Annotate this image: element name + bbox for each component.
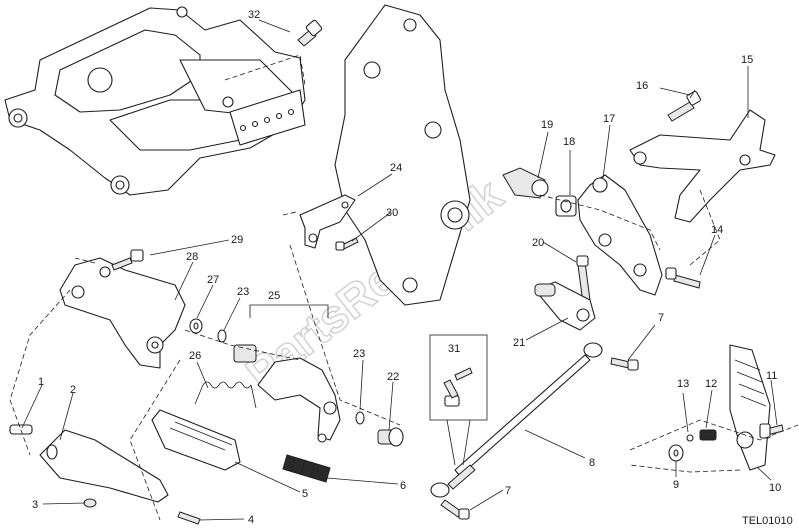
bracket-24 bbox=[299, 194, 356, 249]
callout-21: 21 bbox=[513, 337, 525, 349]
callout-2: 2 bbox=[70, 384, 76, 396]
callout-12: 12 bbox=[705, 378, 717, 390]
callout-18: 18 bbox=[563, 136, 575, 148]
bolt-7-upper bbox=[610, 357, 639, 371]
callout-9: 9 bbox=[673, 479, 679, 491]
brake-pedal-25 bbox=[233, 344, 341, 443]
callout-10: 10 bbox=[769, 482, 781, 494]
callout-26: 26 bbox=[189, 350, 201, 362]
callout-22: 22 bbox=[387, 371, 399, 383]
washer-27 bbox=[189, 318, 203, 334]
callout-15: 15 bbox=[741, 54, 753, 66]
footpeg-bracket-28 bbox=[59, 257, 186, 369]
screw-4 bbox=[177, 511, 201, 525]
bolt-7-lower bbox=[440, 499, 470, 520]
callout-27: 27 bbox=[207, 274, 219, 286]
callout-16: 16 bbox=[636, 80, 648, 92]
pivot-bolt-20 bbox=[576, 255, 591, 304]
washer-9 bbox=[668, 444, 684, 462]
callout-28: 28 bbox=[186, 251, 198, 263]
callout-14: 14 bbox=[711, 224, 723, 236]
circlip-23-left bbox=[217, 329, 227, 343]
leader-lines bbox=[21, 19, 778, 521]
pivot-pin-22 bbox=[377, 427, 404, 447]
callout-3: 3 bbox=[32, 499, 38, 511]
spring-12 bbox=[699, 429, 717, 441]
callout-13: 13 bbox=[677, 378, 689, 390]
part-31-box bbox=[429, 334, 488, 421]
callout-23-right: 23 bbox=[353, 348, 365, 360]
screw-3 bbox=[83, 498, 97, 508]
callout-31: 31 bbox=[448, 343, 460, 355]
footpeg-5 bbox=[151, 409, 241, 471]
callout-labels: 1 2 3 4 5 6 7 7 8 9 10 11 12 13 14 15 16… bbox=[32, 9, 781, 526]
bolt-14 bbox=[665, 267, 701, 289]
rear-footpeg-hanger-15 bbox=[629, 109, 776, 223]
ball-13 bbox=[686, 434, 694, 442]
peg-rubber-6 bbox=[282, 454, 331, 483]
shift-arm-21 bbox=[534, 281, 596, 331]
callout-17: 17 bbox=[603, 113, 615, 125]
bolt-1 bbox=[9, 424, 33, 435]
shift-bracket-17 bbox=[577, 174, 663, 296]
circlip-23-right bbox=[355, 411, 365, 425]
bolt-16 bbox=[667, 90, 702, 122]
callout-25: 25 bbox=[268, 290, 280, 302]
callout-24: 24 bbox=[390, 162, 402, 174]
callout-29: 29 bbox=[231, 234, 243, 246]
heel-guard-2 bbox=[39, 429, 169, 503]
bushing-19 bbox=[502, 167, 549, 199]
bolt-32 bbox=[297, 19, 323, 47]
spring-26 bbox=[194, 381, 257, 409]
callout-5: 5 bbox=[302, 488, 308, 500]
callout-6: 6 bbox=[400, 480, 406, 492]
shift-rod-8 bbox=[430, 342, 603, 498]
reference-code: TEL01010 bbox=[742, 515, 793, 527]
callout-7-upper: 7 bbox=[658, 312, 664, 324]
callout-7-lower: 7 bbox=[505, 485, 511, 497]
bolt-30 bbox=[335, 237, 359, 251]
callout-30: 30 bbox=[386, 207, 398, 219]
footpeg-10 bbox=[729, 344, 771, 471]
callout-1: 1 bbox=[38, 376, 44, 388]
bolt-29 bbox=[111, 249, 144, 271]
callout-23-left: 23 bbox=[237, 286, 249, 298]
bolt-11 bbox=[759, 423, 784, 439]
frame-subframe bbox=[4, 6, 306, 196]
frame-plate bbox=[334, 4, 471, 306]
bushing-18 bbox=[555, 195, 577, 217]
callout-11: 11 bbox=[766, 370, 777, 382]
callout-32: 32 bbox=[248, 9, 260, 21]
callout-8: 8 bbox=[589, 457, 595, 469]
callout-20: 20 bbox=[532, 237, 544, 249]
callout-4: 4 bbox=[248, 514, 254, 526]
callout-19: 19 bbox=[541, 119, 553, 131]
